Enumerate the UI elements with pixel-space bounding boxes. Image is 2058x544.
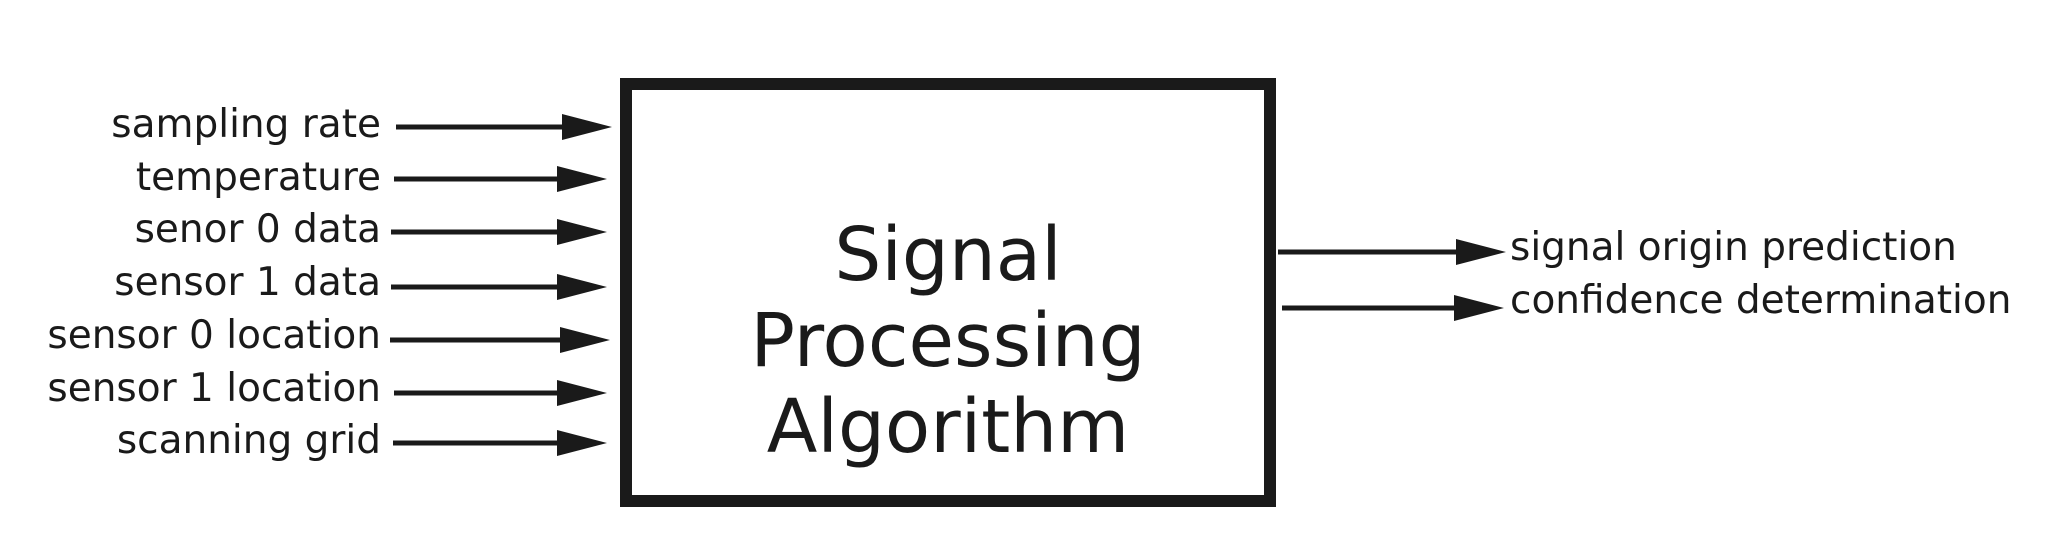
process-box: Signal Processing Algorithm (620, 78, 1276, 507)
process-title-line-1: Signal Processing (750, 212, 1146, 384)
output-arrow-signal-origin-prediction (1278, 239, 1506, 265)
input-label-sensor-0-location: sensor 0 location (47, 313, 381, 358)
input-label-temperature: temperature (135, 155, 381, 200)
input-arrow-sensor-0-data (391, 219, 607, 245)
process-title: Signal Processing Algorithm (632, 212, 1264, 470)
input-arrow-sensor-1-location (394, 380, 607, 406)
output-label-signal-origin-prediction: signal origin prediction (1510, 225, 1957, 270)
input-arrow-sensor-1-data (391, 274, 607, 300)
input-label-scanning-grid: scanning grid (116, 418, 381, 463)
process-title-line-2: Algorithm (766, 384, 1130, 470)
input-label-sensor-0-data: senor 0 data (134, 207, 381, 252)
input-arrow-temperature (394, 166, 607, 192)
input-arrow-scanning-grid (393, 430, 607, 456)
input-label-sampling-rate: sampling rate (111, 102, 381, 147)
output-arrow-confidence-determination (1282, 295, 1504, 321)
input-label-sensor-1-location: sensor 1 location (47, 366, 381, 411)
input-label-sensor-1-data: sensor 1 data (114, 260, 381, 305)
output-label-confidence-determination: confidence determination (1510, 278, 2012, 323)
input-arrow-sampling-rate (396, 114, 612, 140)
input-arrow-sensor-0-location (390, 327, 610, 353)
